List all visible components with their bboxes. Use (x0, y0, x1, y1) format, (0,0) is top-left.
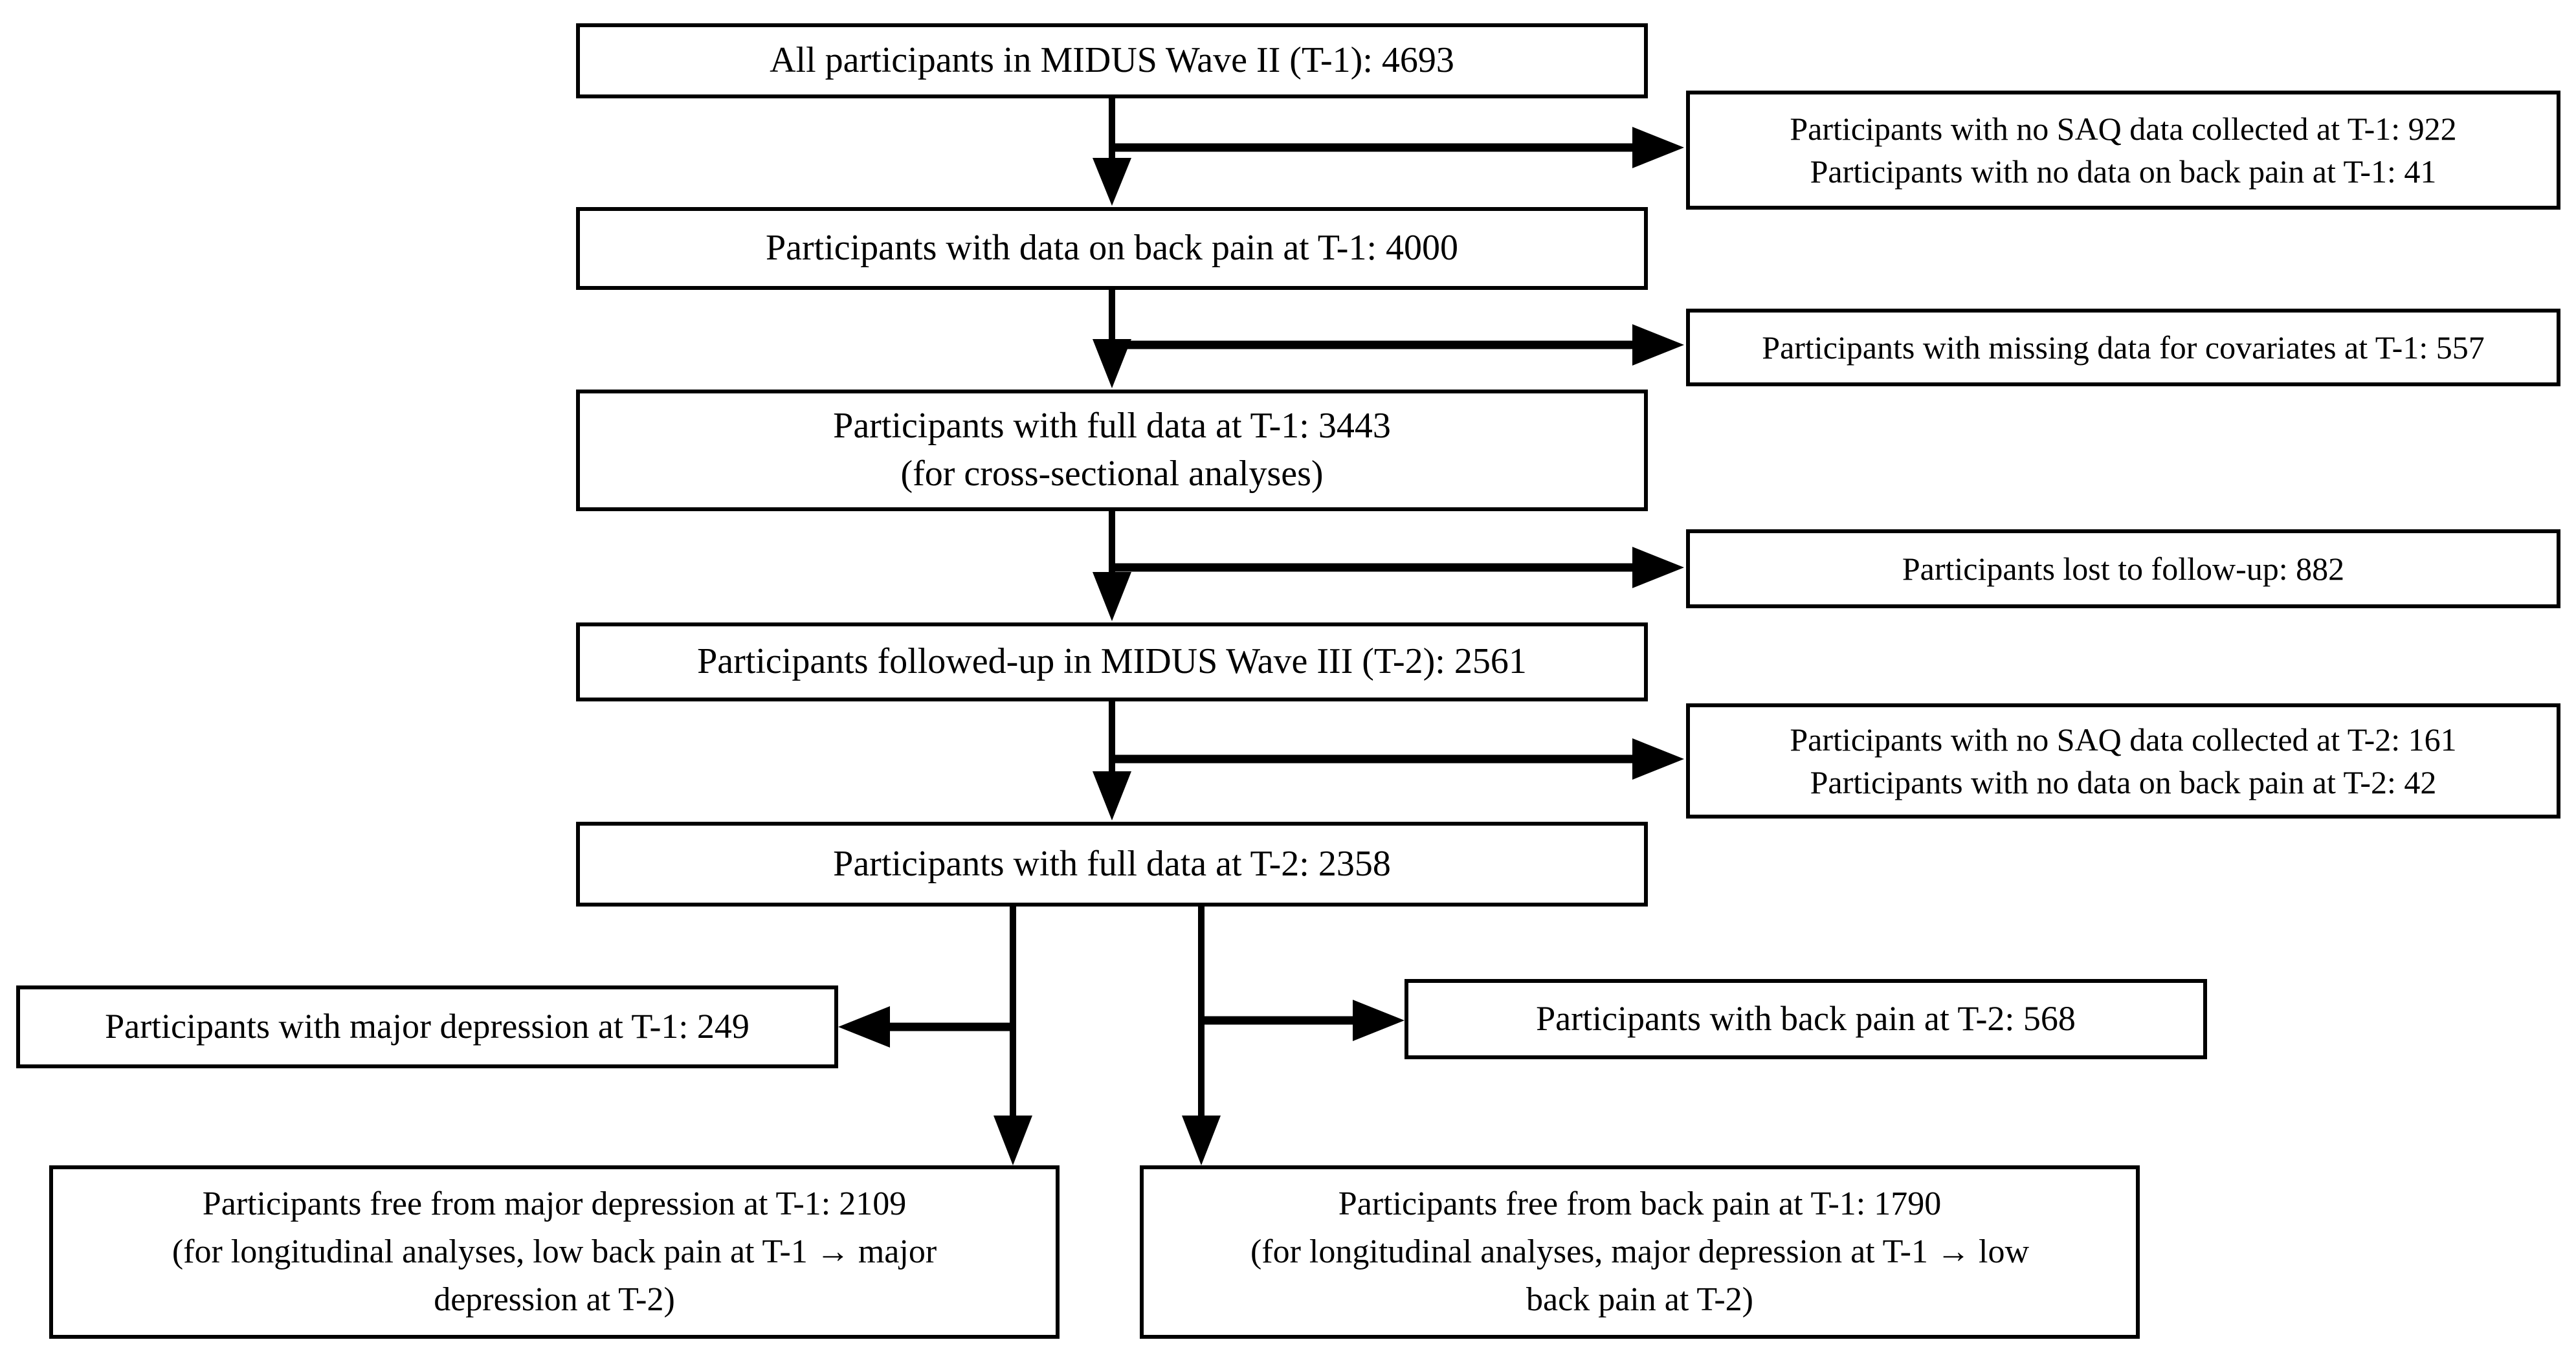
box-no-saq-t2: Participants with no SAQ data collected … (1686, 703, 2560, 819)
box-text: Participants with full data at T-2: 2358 (833, 843, 1391, 884)
box-text: Participants free from major depression … (202, 1185, 907, 1223)
arrow-branch-right-2 (1112, 324, 1684, 366)
arrow-branch-right-1 (1112, 127, 1684, 168)
box-text: Participants with full data at T-1: 3443 (833, 406, 1391, 446)
box-text: Participants with back pain at T-2: 568 (1536, 999, 2076, 1039)
arrow-branch-left-depression (838, 1006, 1013, 1048)
box-major-depression-t1: Participants with major depression at T-… (16, 985, 838, 1068)
arrow-down-left (994, 907, 1032, 1165)
arrow-branch-right-3 (1112, 547, 1684, 588)
arrow-down-2 (1093, 289, 1131, 388)
box-text: depression at T-2) (434, 1281, 675, 1318)
box-back-pain-t2: Participants with back pain at T-2: 568 (1405, 979, 2207, 1059)
box-text: (for cross-sectional analyses) (900, 454, 1324, 494)
arrow-down-right (1182, 907, 1221, 1165)
box-text: (for longitudinal analyses, major depres… (1250, 1233, 2029, 1271)
box-text: Participants with no SAQ data collected … (1790, 111, 2457, 147)
box-missing-covariates-t1: Participants with missing data for covar… (1686, 309, 2560, 386)
box-text: back pain at T-2) (1526, 1281, 1753, 1318)
arrow-down-3 (1093, 511, 1131, 621)
box-text: Participants with missing data for covar… (1762, 329, 2485, 366)
box-no-saq-t1: Participants with no SAQ data collected … (1686, 91, 2560, 210)
box-full-data-t2: Participants with full data at T-2: 2358 (576, 822, 1648, 907)
box-free-major-depression-t1: Participants free from major depression … (49, 1165, 1060, 1339)
box-text: Participants with data on back pain at T… (765, 228, 1458, 269)
box-text: Participants lost to follow-up: 882 (1902, 551, 2345, 587)
box-text: Participants with no data on back pain a… (1810, 153, 2437, 190)
arrow-branch-right-backpain (1201, 1000, 1405, 1041)
box-lost-followup: Participants lost to follow-up: 882 (1686, 529, 2560, 608)
arrow-branch-right-4 (1112, 738, 1684, 780)
arrow-down-1 (1093, 98, 1131, 206)
box-text: Participants free from back pain at T-1:… (1338, 1185, 1942, 1223)
box-followed-up-t2: Participants followed-up in MIDUS Wave I… (576, 622, 1648, 701)
box-text: (for longitudinal analyses, low back pai… (172, 1233, 937, 1271)
box-text: All participants in MIDUS Wave II (T-1):… (770, 40, 1454, 81)
arrow-down-4 (1093, 701, 1131, 820)
box-full-data-t1: Participants with full data at T-1: 3443… (576, 390, 1648, 511)
box-text: Participants with no data on back pain a… (1810, 764, 2437, 800)
box-all-participants-t1: All participants in MIDUS Wave II (T-1):… (576, 23, 1648, 98)
box-text: Participants followed-up in MIDUS Wave I… (697, 641, 1527, 682)
box-free-back-pain-t1: Participants free from back pain at T-1:… (1140, 1165, 2140, 1339)
box-back-pain-data-t1: Participants with data on back pain at T… (576, 207, 1648, 290)
box-text: Participants with no SAQ data collected … (1790, 721, 2457, 758)
box-text: Participants with major depression at T-… (105, 1007, 749, 1046)
